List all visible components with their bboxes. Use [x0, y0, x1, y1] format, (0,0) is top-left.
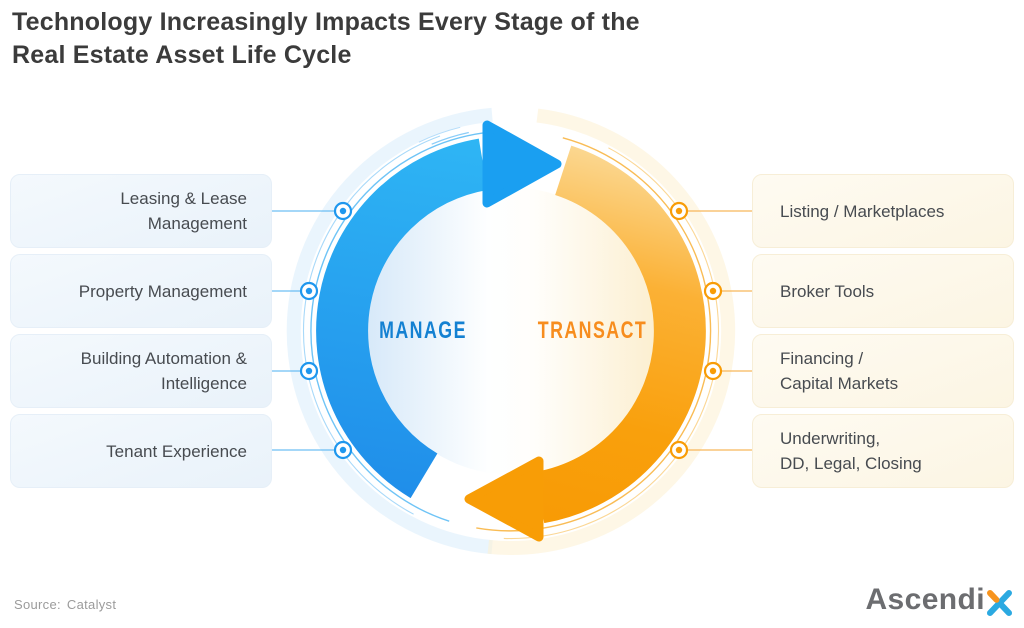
feature-box-listing-marketplaces: Listing / Marketplaces [752, 174, 1014, 248]
feature-box-label: Tenant Experience [106, 441, 247, 461]
connector-node-icon [669, 201, 723, 460]
ascendix-logo: Ascendi [865, 583, 1012, 621]
right-thin-arc-2 [503, 147, 720, 540]
feature-box-label: Underwriting, [780, 429, 881, 448]
page-title-line-1: Technology Increasingly Impacts Every St… [12, 8, 640, 36]
feature-box-tenant-experience: Tenant Experience [10, 414, 272, 488]
page-title-line-2: Real Estate Asset Life Cycle [12, 41, 352, 69]
transact-label: TRANSACT [537, 317, 648, 344]
left-top-dash-arc-2 [418, 126, 461, 143]
left-thin-arc [310, 132, 484, 522]
manage-label: MANAGE [379, 317, 467, 344]
feature-box-underwriting-dd-legal-closing: Underwriting, DD, Legal, Closing [752, 414, 1014, 488]
left-thin-arc-2 [302, 135, 441, 515]
feature-box-label: Listing / Marketplaces [780, 201, 945, 221]
feature-box-label: Management [147, 214, 247, 233]
feature-box-label: Building Automation & [80, 349, 247, 368]
feature-box-label: Broker Tools [780, 281, 875, 301]
source-label: Source: [14, 597, 61, 612]
logo-x-icon [987, 590, 1012, 621]
feature-box-financing-capital-markets: Financing / Capital Markets [752, 334, 1014, 408]
feature-box-leasing-lease-management: Leasing & Lease Management [10, 174, 272, 248]
page-title: Technology Increasingly Impacts Every St… [12, 6, 640, 72]
feature-box-label: Financing / [780, 349, 864, 368]
left-halo-arc [286, 107, 493, 555]
feature-box-label: Leasing & Lease [120, 189, 247, 208]
counterclockwise-arrow-bottom-icon [464, 456, 544, 542]
feature-box-label: Capital Markets [780, 374, 899, 393]
feature-box-label: Property Management [78, 281, 247, 301]
feature-box-label: Intelligence [160, 374, 247, 393]
feature-box-building-automation-intelligence: Building Automation & Intelligence [10, 334, 272, 408]
connector-node-icon [299, 201, 353, 460]
transact-arc [534, 145, 706, 524]
manage-arc [316, 138, 488, 499]
cycle-inner-disc [367, 187, 655, 475]
right-halo-arc [487, 108, 736, 556]
logo-text: Ascendi [865, 583, 985, 616]
feature-box-label: DD, Legal, Closing [780, 454, 922, 473]
clockwise-arrow-top-icon [482, 120, 562, 208]
feature-box-property-management: Property Management [10, 254, 272, 328]
left-top-dash-arc [431, 131, 469, 145]
source-value: Catalyst [66, 597, 117, 612]
source-note: Source: Catalyst [14, 597, 116, 612]
feature-box-broker-tools: Broker Tools [752, 254, 1014, 328]
